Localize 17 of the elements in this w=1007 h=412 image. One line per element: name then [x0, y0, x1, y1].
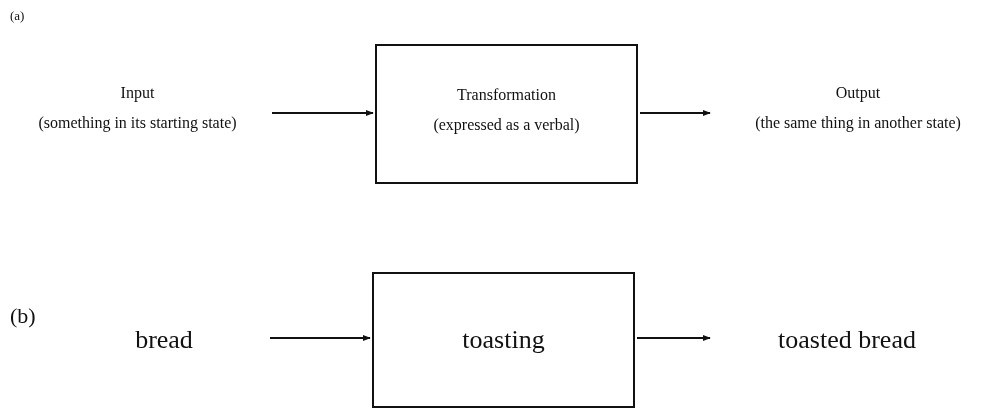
arrow	[639, 109, 711, 117]
node-subtitle: (expressed as a verbal)	[433, 116, 580, 134]
panel-label: (b)	[10, 303, 36, 329]
node-title: toasted bread	[778, 325, 916, 355]
arrow	[636, 334, 711, 342]
process-box	[375, 44, 638, 184]
node-title: Input	[120, 84, 155, 102]
panel-label: (a)	[10, 8, 25, 24]
node-title: toasting	[462, 325, 545, 355]
node-title: bread	[135, 325, 193, 355]
arrow	[271, 109, 374, 117]
process-box	[372, 272, 635, 408]
node-title: Transformation	[457, 86, 556, 104]
node-title: Output	[835, 84, 881, 102]
arrow	[269, 334, 371, 342]
node-subtitle: (the same thing in another state)	[755, 114, 961, 132]
node-subtitle: (something in its starting state)	[38, 114, 237, 132]
